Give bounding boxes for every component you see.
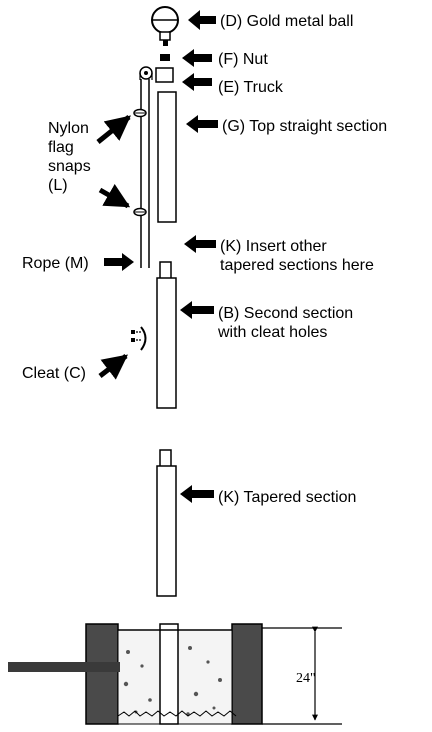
flag-snaps-label-line4: (L) [48, 177, 68, 194]
insert-sections-label-line1: (K) Insert other [220, 238, 327, 255]
gold-ball [151, 6, 179, 46]
truck-label: (E) Truck [218, 79, 284, 96]
top-section-label: (G) Top straight section [222, 118, 387, 135]
tapered-section-arrow [180, 485, 214, 503]
insert-sections-label-line2: tapered sections here [220, 257, 374, 274]
truck [139, 66, 174, 83]
truck-arrow [182, 73, 212, 91]
cleat [131, 326, 147, 351]
top-section-arrow [186, 115, 218, 133]
depth-dimension-label: 24" [296, 671, 316, 686]
insert-sections-arrow [184, 235, 216, 253]
flag-snaps-label-line1: Nylon [48, 120, 89, 137]
nut-arrow [182, 49, 212, 67]
nut-label: (F) Nut [218, 51, 268, 68]
cleat-label: Cleat (C) [22, 365, 86, 382]
top-straight-section [157, 91, 177, 223]
tapered-section [156, 449, 177, 597]
flag-snaps-label-line2: flag [48, 139, 74, 156]
gold-ball-label: (D) Gold metal ball [220, 13, 353, 30]
flag-snaps-label-line3: snaps [48, 158, 91, 175]
tapered-section-label: (K) Tapered section [218, 489, 356, 506]
nut [160, 54, 170, 61]
second-section-label-line2: with cleat holes [217, 324, 327, 341]
second-section-arrow [180, 301, 214, 319]
depth-dimension [262, 626, 342, 725]
second-section [156, 261, 177, 409]
second-section-label-line1: (B) Second section [218, 305, 353, 322]
ground-foundation [8, 623, 263, 725]
flag-snap-arrow-upper [96, 115, 131, 144]
flag-snap-arrow-lower [98, 183, 131, 209]
gold-ball-arrow [188, 10, 216, 30]
flag-snap [133, 207, 147, 217]
rope-arrow [104, 253, 134, 271]
cleat-arrow [98, 354, 128, 380]
rope-label: Rope (M) [22, 255, 89, 272]
rope [140, 79, 150, 268]
flag-snap [133, 108, 147, 118]
